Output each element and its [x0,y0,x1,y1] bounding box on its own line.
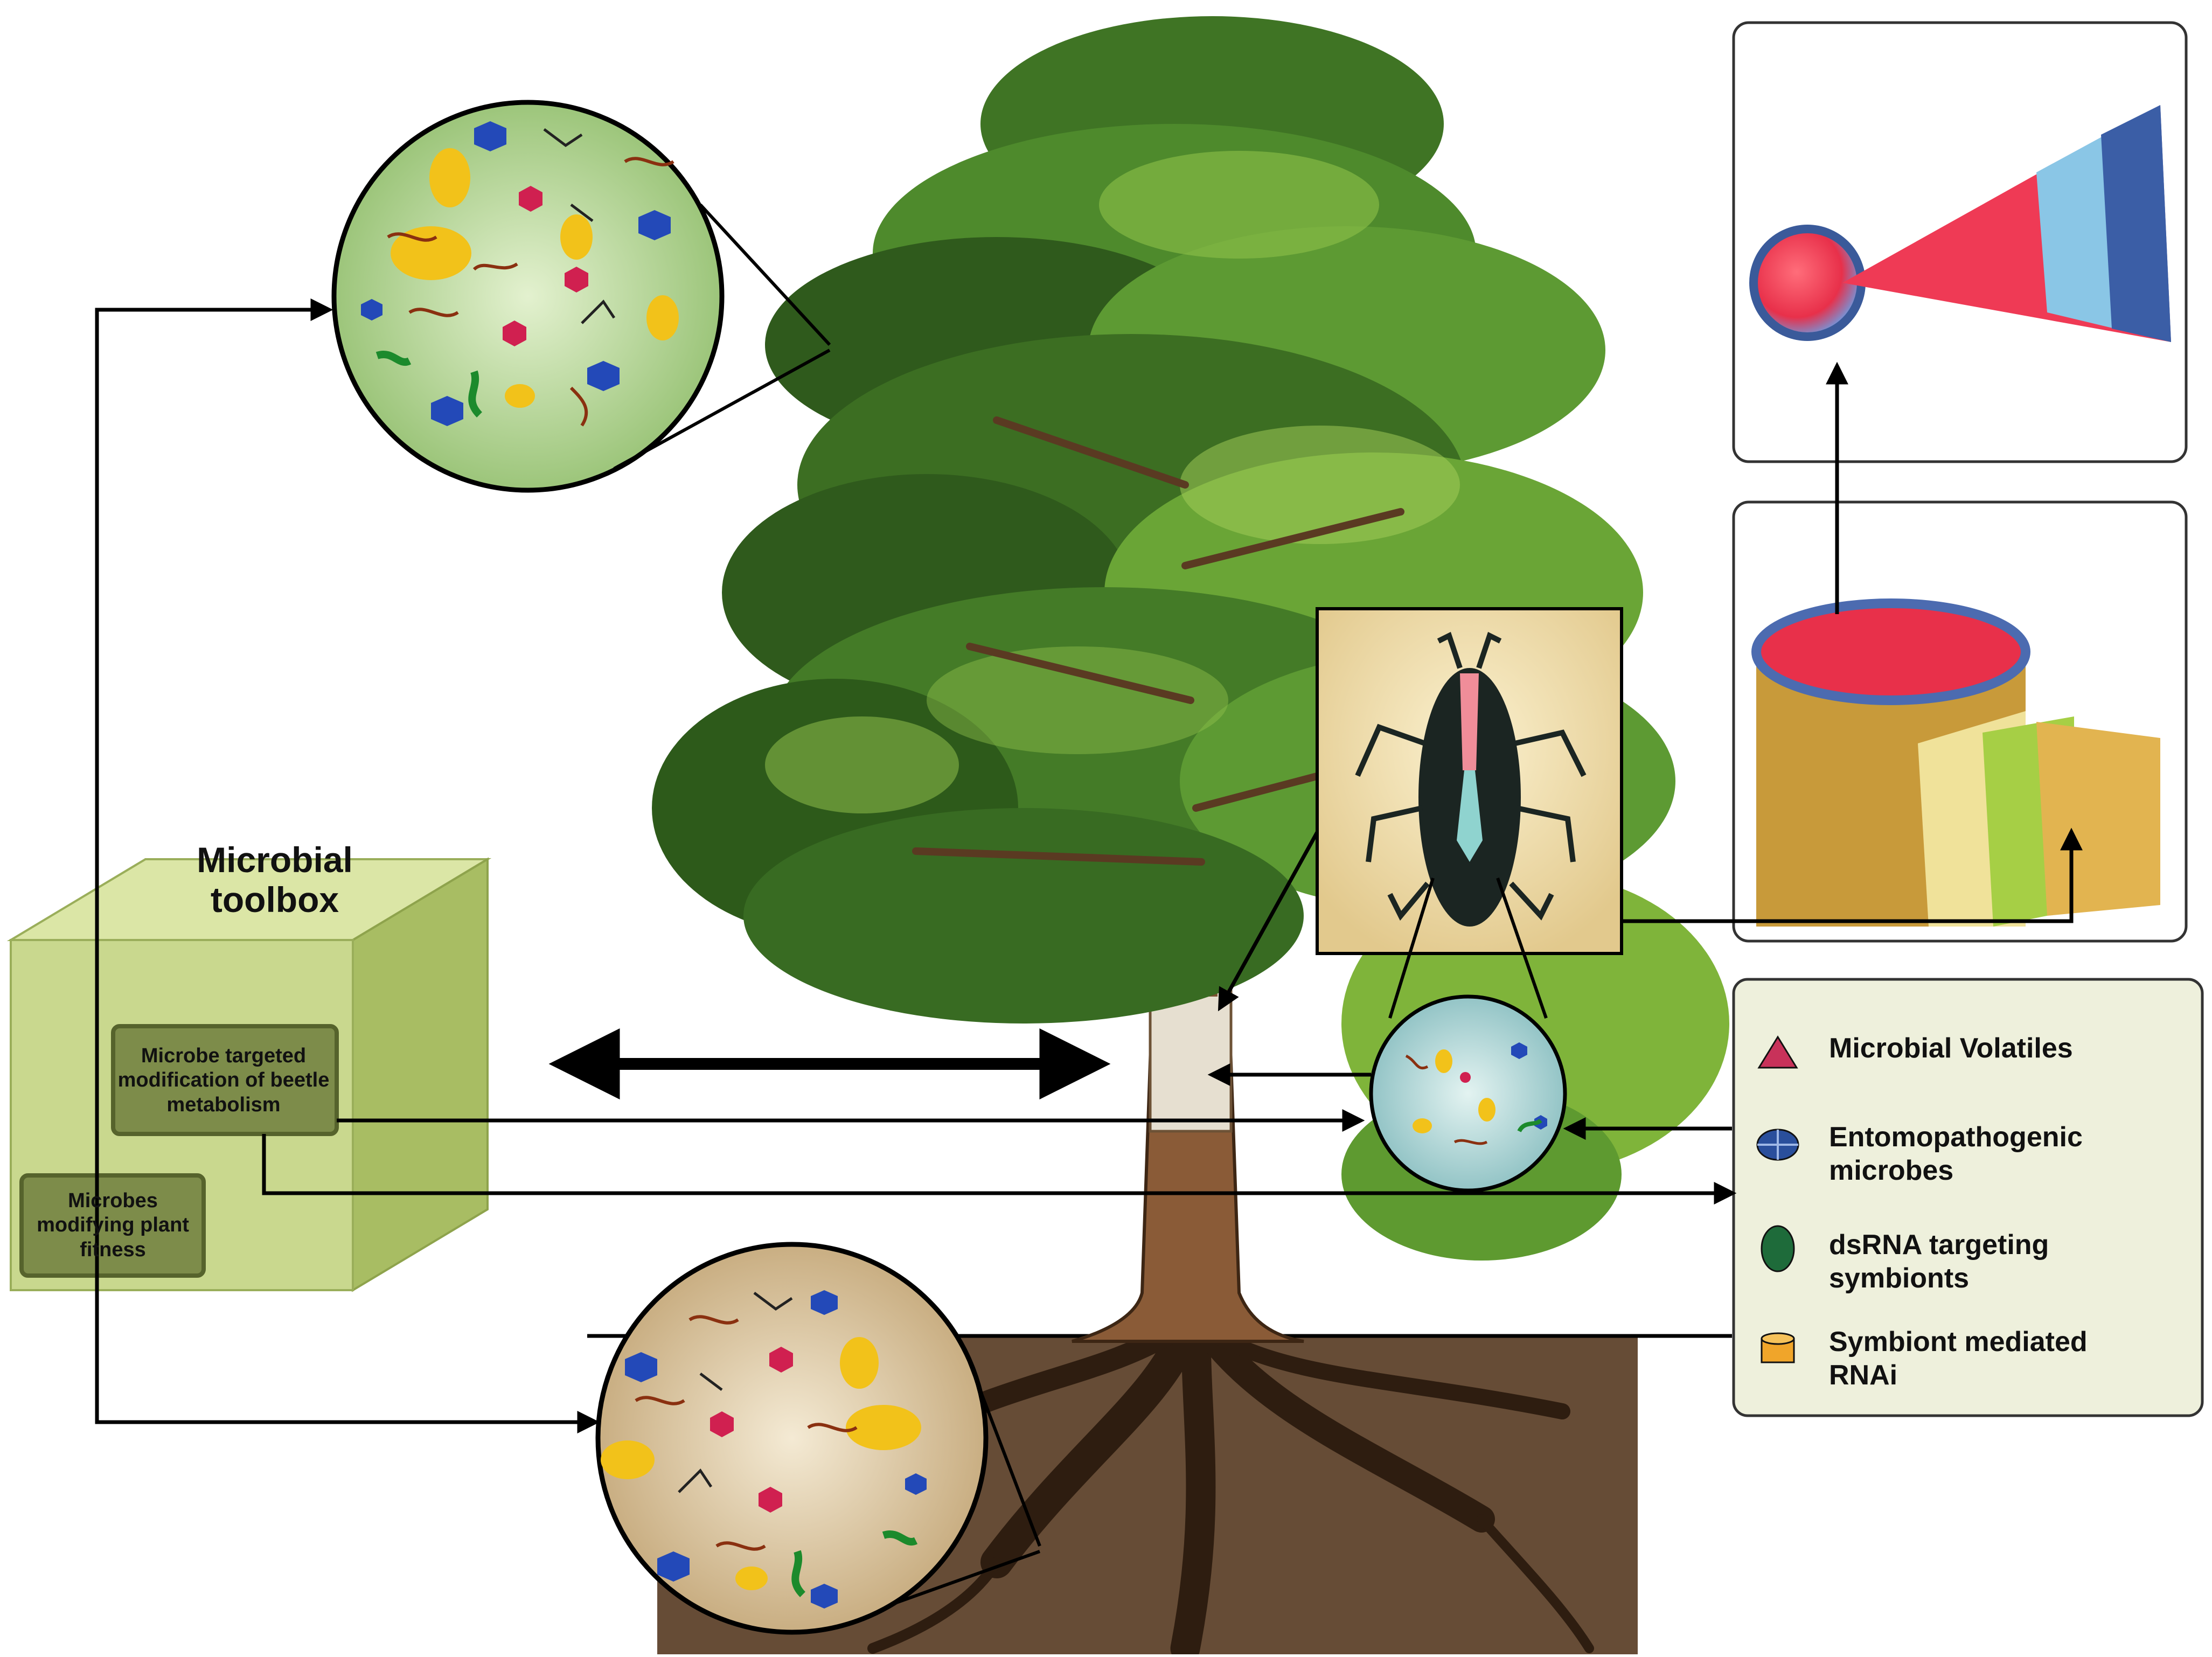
beetle-metabolism-tag: Microbe targeted modification of beetle … [117,1044,330,1116]
tree-roots [867,1314,1594,1657]
beetle-microbe-circle [1369,994,1567,1193]
soil-microbe-circle [595,1242,989,1635]
canopy-zoom-line-1 [699,203,831,346]
wood-micro-section [1749,105,2171,342]
soil-zoom-line-2 [888,1550,1041,1607]
canopy-zoom-line-2 [613,349,831,470]
arrow-beetle-tag-to-legend [262,1134,1737,1205]
canopy-microbe-circle [331,100,725,493]
beetle-zoom-line-1 [1388,878,1435,1019]
tree-trunk [1072,984,1304,1343]
red-triangle-icon [1757,1035,1798,1069]
plant-fitness-tag: Microbes modifying plant fitness [37,1189,189,1261]
orange-cylinder-icon [1761,1332,1795,1363]
bark-patch [1149,990,1233,1133]
arrow-panel-to-stump [1622,827,2083,923]
plant-tag-box [19,1173,206,1278]
beetle-microbes [1405,1042,1547,1145]
green-oval-icon [1761,1225,1795,1272]
legend-label-microbial-volatiles: Microbial Volatiles [1829,1033,2073,1064]
toolbox-title: Microbial toolbox [197,840,353,920]
legend-label-entomopathogenic: Entomopathogenic microbes [1829,1122,2083,1187]
arrow-to-soil [95,1271,600,1433]
arrow-panel-to-bark [1218,831,1319,1012]
legend-label-dsrna: dsRNA targeting symbionts [1829,1229,2049,1294]
soil-microbes [601,1290,927,1609]
stump-illustration [1751,598,2160,927]
connector-lines [95,298,2083,1433]
canopy-microbes [361,121,679,427]
beetle-zoom-line-2 [1496,878,1548,1019]
arrow-to-canopy [95,298,333,1277]
beetle-tag-box [111,1024,339,1136]
blue-oval-cross-icon [1756,1129,1799,1161]
beetle-illustration [1355,631,1587,927]
legend-label-symbiont-rnai: Symbiont mediated RNAi [1829,1326,2088,1391]
soil-zoom-line-1 [968,1362,1041,1547]
